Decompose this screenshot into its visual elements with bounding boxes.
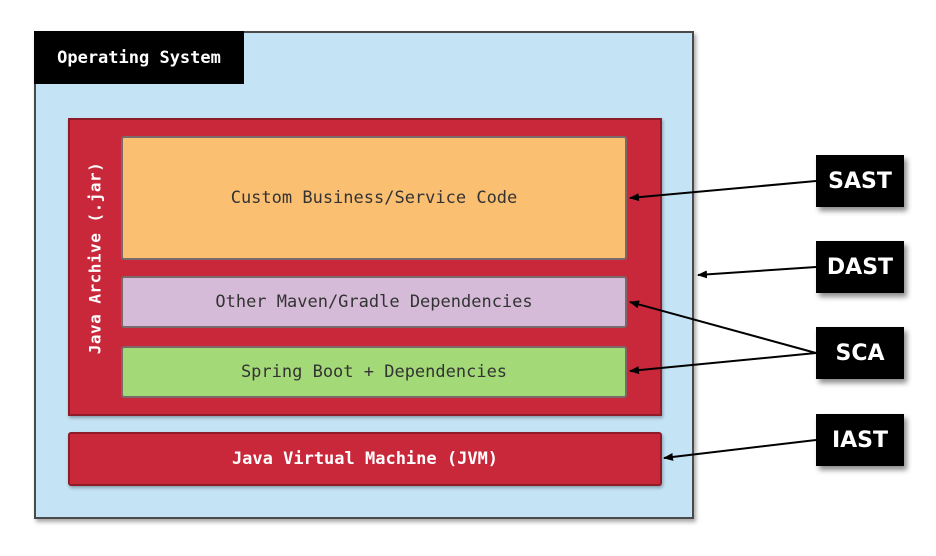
spring-boot-layer: Spring Boot + Dependencies: [121, 346, 627, 398]
other-dependencies-layer: Other Maven/Gradle Dependencies: [121, 276, 627, 328]
dast-arrow: [697, 266, 817, 279]
dast-tool-box: DAST: [816, 241, 904, 293]
custom-code-layer: Custom Business/Service Code: [121, 136, 627, 260]
sca-arrow-spring: [629, 352, 817, 375]
iast-arrow: [663, 439, 817, 461]
sast-tool-box: SAST: [816, 155, 904, 207]
operating-system-label: Operating System: [34, 31, 244, 84]
sca-tool-box: SCA: [816, 327, 904, 379]
sast-arrow: [629, 180, 817, 202]
sca-arrow-other: [629, 300, 817, 354]
jvm-box: Java Virtual Machine (JVM): [68, 432, 662, 486]
iast-tool-box: IAST: [816, 414, 904, 466]
